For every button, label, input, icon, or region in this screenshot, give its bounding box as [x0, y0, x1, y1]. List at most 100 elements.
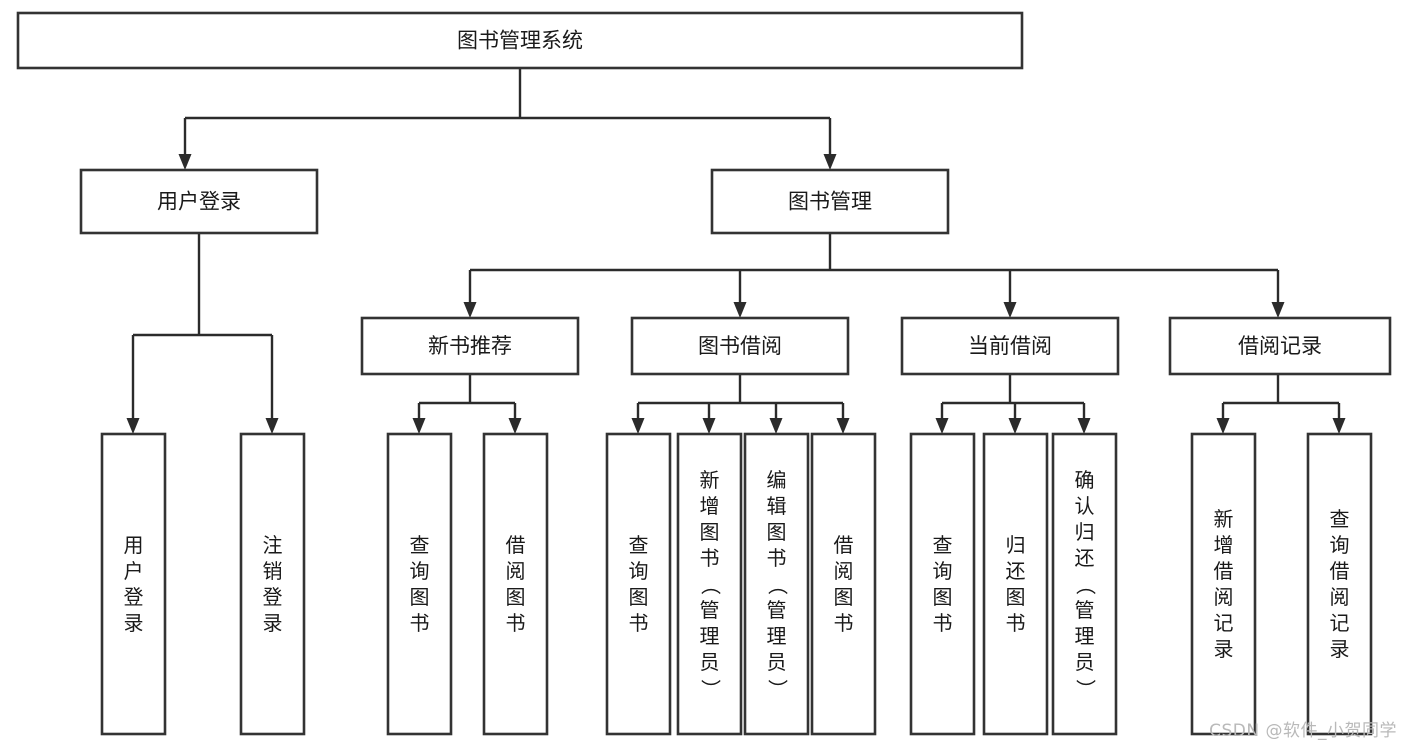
edges-layer — [126, 68, 1346, 434]
new-book-recommend-drop-1-arrowhead — [508, 418, 522, 434]
node-label-char-leaf-edit-book-4: （ — [766, 575, 790, 595]
node-box-leaf-edit-book[interactable] — [743, 432, 810, 736]
node-label-char-leaf-borrow-book-2-0: 借 — [834, 533, 854, 557]
node-box-borrow-record[interactable] — [1168, 316, 1392, 376]
node-label-char-leaf-add-record-1: 增 — [1214, 533, 1234, 557]
node-label-char-leaf-edit-book-6: 理 — [767, 624, 787, 648]
node-box-leaf-return-book[interactable] — [982, 432, 1049, 736]
node-label-char-leaf-add-book-0: 新 — [700, 468, 720, 492]
node-box-book-borrow[interactable] — [630, 316, 850, 376]
node-box-leaf-add-record[interactable] — [1190, 432, 1257, 736]
node-label-char-leaf-add-book-3: 书 — [700, 546, 720, 570]
current-borrow-drop-2-arrowhead — [1077, 418, 1091, 434]
node-label-char-leaf-add-record-4: 记 — [1214, 611, 1234, 635]
node-label-char-leaf-add-book-1: 增 — [700, 494, 720, 518]
node-label-char-leaf-confirm-return-0: 确 — [1075, 468, 1095, 492]
new-book-recommend-drop-0-arrowhead — [412, 418, 426, 434]
node-label-char-leaf-add-record-3: 阅 — [1214, 585, 1234, 609]
node-label-char-leaf-edit-book-7: 员 — [767, 650, 787, 674]
node-label-char-leaf-logout-0: 注 — [263, 533, 283, 557]
book-manage-drop-3-arrowhead — [1271, 302, 1285, 318]
node-label-char-leaf-user-login-2: 登 — [124, 585, 144, 609]
node-label-char-leaf-query-book-3-0: 查 — [933, 533, 953, 557]
node-box-leaf-query-book-1[interactable] — [386, 432, 453, 736]
node-label-char-leaf-query-book-2-1: 询 — [629, 559, 649, 583]
node-label-char-leaf-user-login-0: 用 — [124, 533, 144, 557]
node-label-char-leaf-query-record-1: 询 — [1330, 533, 1350, 557]
node-label-char-leaf-query-book-1-2: 图 — [410, 585, 430, 609]
node-box-leaf-confirm-return[interactable] — [1051, 432, 1118, 736]
node-book-manage[interactable]: 图书管理 — [710, 168, 950, 235]
node-label-char-leaf-borrow-book-2-1: 阅 — [834, 559, 854, 583]
node-book-borrow[interactable]: 图书借阅 — [630, 316, 850, 376]
book-manage-drop-2-arrowhead — [1003, 302, 1017, 318]
node-leaf-user-login[interactable]: 用户登录 — [100, 432, 167, 736]
node-label-char-leaf-add-book-7: 员 — [700, 650, 720, 674]
node-label-char-leaf-confirm-return-5: 管 — [1075, 598, 1095, 622]
node-box-leaf-query-record[interactable] — [1306, 432, 1373, 736]
node-label-char-leaf-return-book-0: 归 — [1006, 533, 1026, 557]
node-label-char-leaf-query-book-1-3: 书 — [410, 611, 430, 635]
node-label-char-leaf-query-book-3-3: 书 — [933, 611, 953, 635]
node-box-new-book-recommend[interactable] — [360, 316, 580, 376]
node-box-leaf-query-book-3[interactable] — [909, 432, 976, 736]
node-label-char-leaf-borrow-book-1-0: 借 — [506, 533, 526, 557]
root-drop-1-arrowhead — [823, 154, 837, 170]
node-label-user-login: 用户登录 — [157, 190, 241, 214]
node-label-char-leaf-borrow-book-2-2: 图 — [834, 585, 854, 609]
node-box-leaf-borrow-book-2[interactable] — [810, 432, 877, 736]
node-label-book-borrow: 图书借阅 — [698, 334, 782, 358]
node-box-current-borrow[interactable] — [900, 316, 1120, 376]
node-label-char-leaf-add-book-5: 管 — [700, 598, 720, 622]
book-borrow-drop-1-arrowhead — [702, 418, 716, 434]
book-borrow-drop-0-arrowhead — [631, 418, 645, 434]
watermark-text: CSDN @软件_小贺同学 — [1209, 721, 1397, 741]
node-label-char-leaf-add-book-2: 图 — [700, 520, 720, 544]
node-label-char-leaf-confirm-return-8: ） — [1074, 679, 1098, 699]
node-label-root: 图书管理系统 — [457, 29, 583, 53]
node-box-root[interactable] — [16, 11, 1024, 70]
node-new-book-recommend[interactable]: 新书推荐 — [360, 316, 580, 376]
book-borrow-drop-3-arrowhead — [836, 418, 850, 434]
node-borrow-record[interactable]: 借阅记录 — [1168, 316, 1392, 376]
node-label-char-leaf-borrow-book-1-1: 阅 — [506, 559, 526, 583]
node-label-char-leaf-query-book-2-0: 查 — [629, 533, 649, 557]
node-box-book-manage[interactable] — [710, 168, 950, 235]
node-label-char-leaf-user-login-3: 录 — [124, 611, 144, 635]
node-box-leaf-borrow-book-1[interactable] — [482, 432, 549, 736]
node-label-char-leaf-query-book-1-0: 查 — [410, 533, 430, 557]
node-label-char-leaf-confirm-return-7: 员 — [1075, 650, 1095, 674]
node-user-login[interactable]: 用户登录 — [79, 168, 319, 235]
book-manage-drop-1-arrowhead — [733, 302, 747, 318]
node-box-user-login[interactable] — [79, 168, 319, 235]
node-label-char-leaf-edit-book-2: 图 — [767, 520, 787, 544]
book-borrow-drop-2-arrowhead — [769, 418, 783, 434]
node-label-char-leaf-confirm-return-6: 理 — [1075, 624, 1095, 648]
node-root[interactable]: 图书管理系统 — [16, 11, 1024, 70]
node-box-leaf-add-book[interactable] — [676, 432, 743, 736]
user-login-drop-0-arrowhead — [126, 418, 140, 434]
node-label-char-leaf-borrow-book-2-3: 书 — [834, 611, 854, 635]
node-label-char-leaf-confirm-return-2: 归 — [1075, 520, 1095, 544]
node-label-borrow-record: 借阅记录 — [1238, 334, 1322, 358]
node-label-char-leaf-add-record-5: 录 — [1214, 637, 1234, 661]
node-box-leaf-query-book-2[interactable] — [605, 432, 672, 736]
node-box-leaf-user-login[interactable] — [100, 432, 167, 736]
borrow-record-drop-1-arrowhead — [1332, 418, 1346, 434]
node-box-leaf-logout[interactable] — [239, 432, 306, 736]
node-label-char-leaf-edit-book-3: 书 — [767, 546, 787, 570]
node-current-borrow[interactable]: 当前借阅 — [900, 316, 1120, 376]
